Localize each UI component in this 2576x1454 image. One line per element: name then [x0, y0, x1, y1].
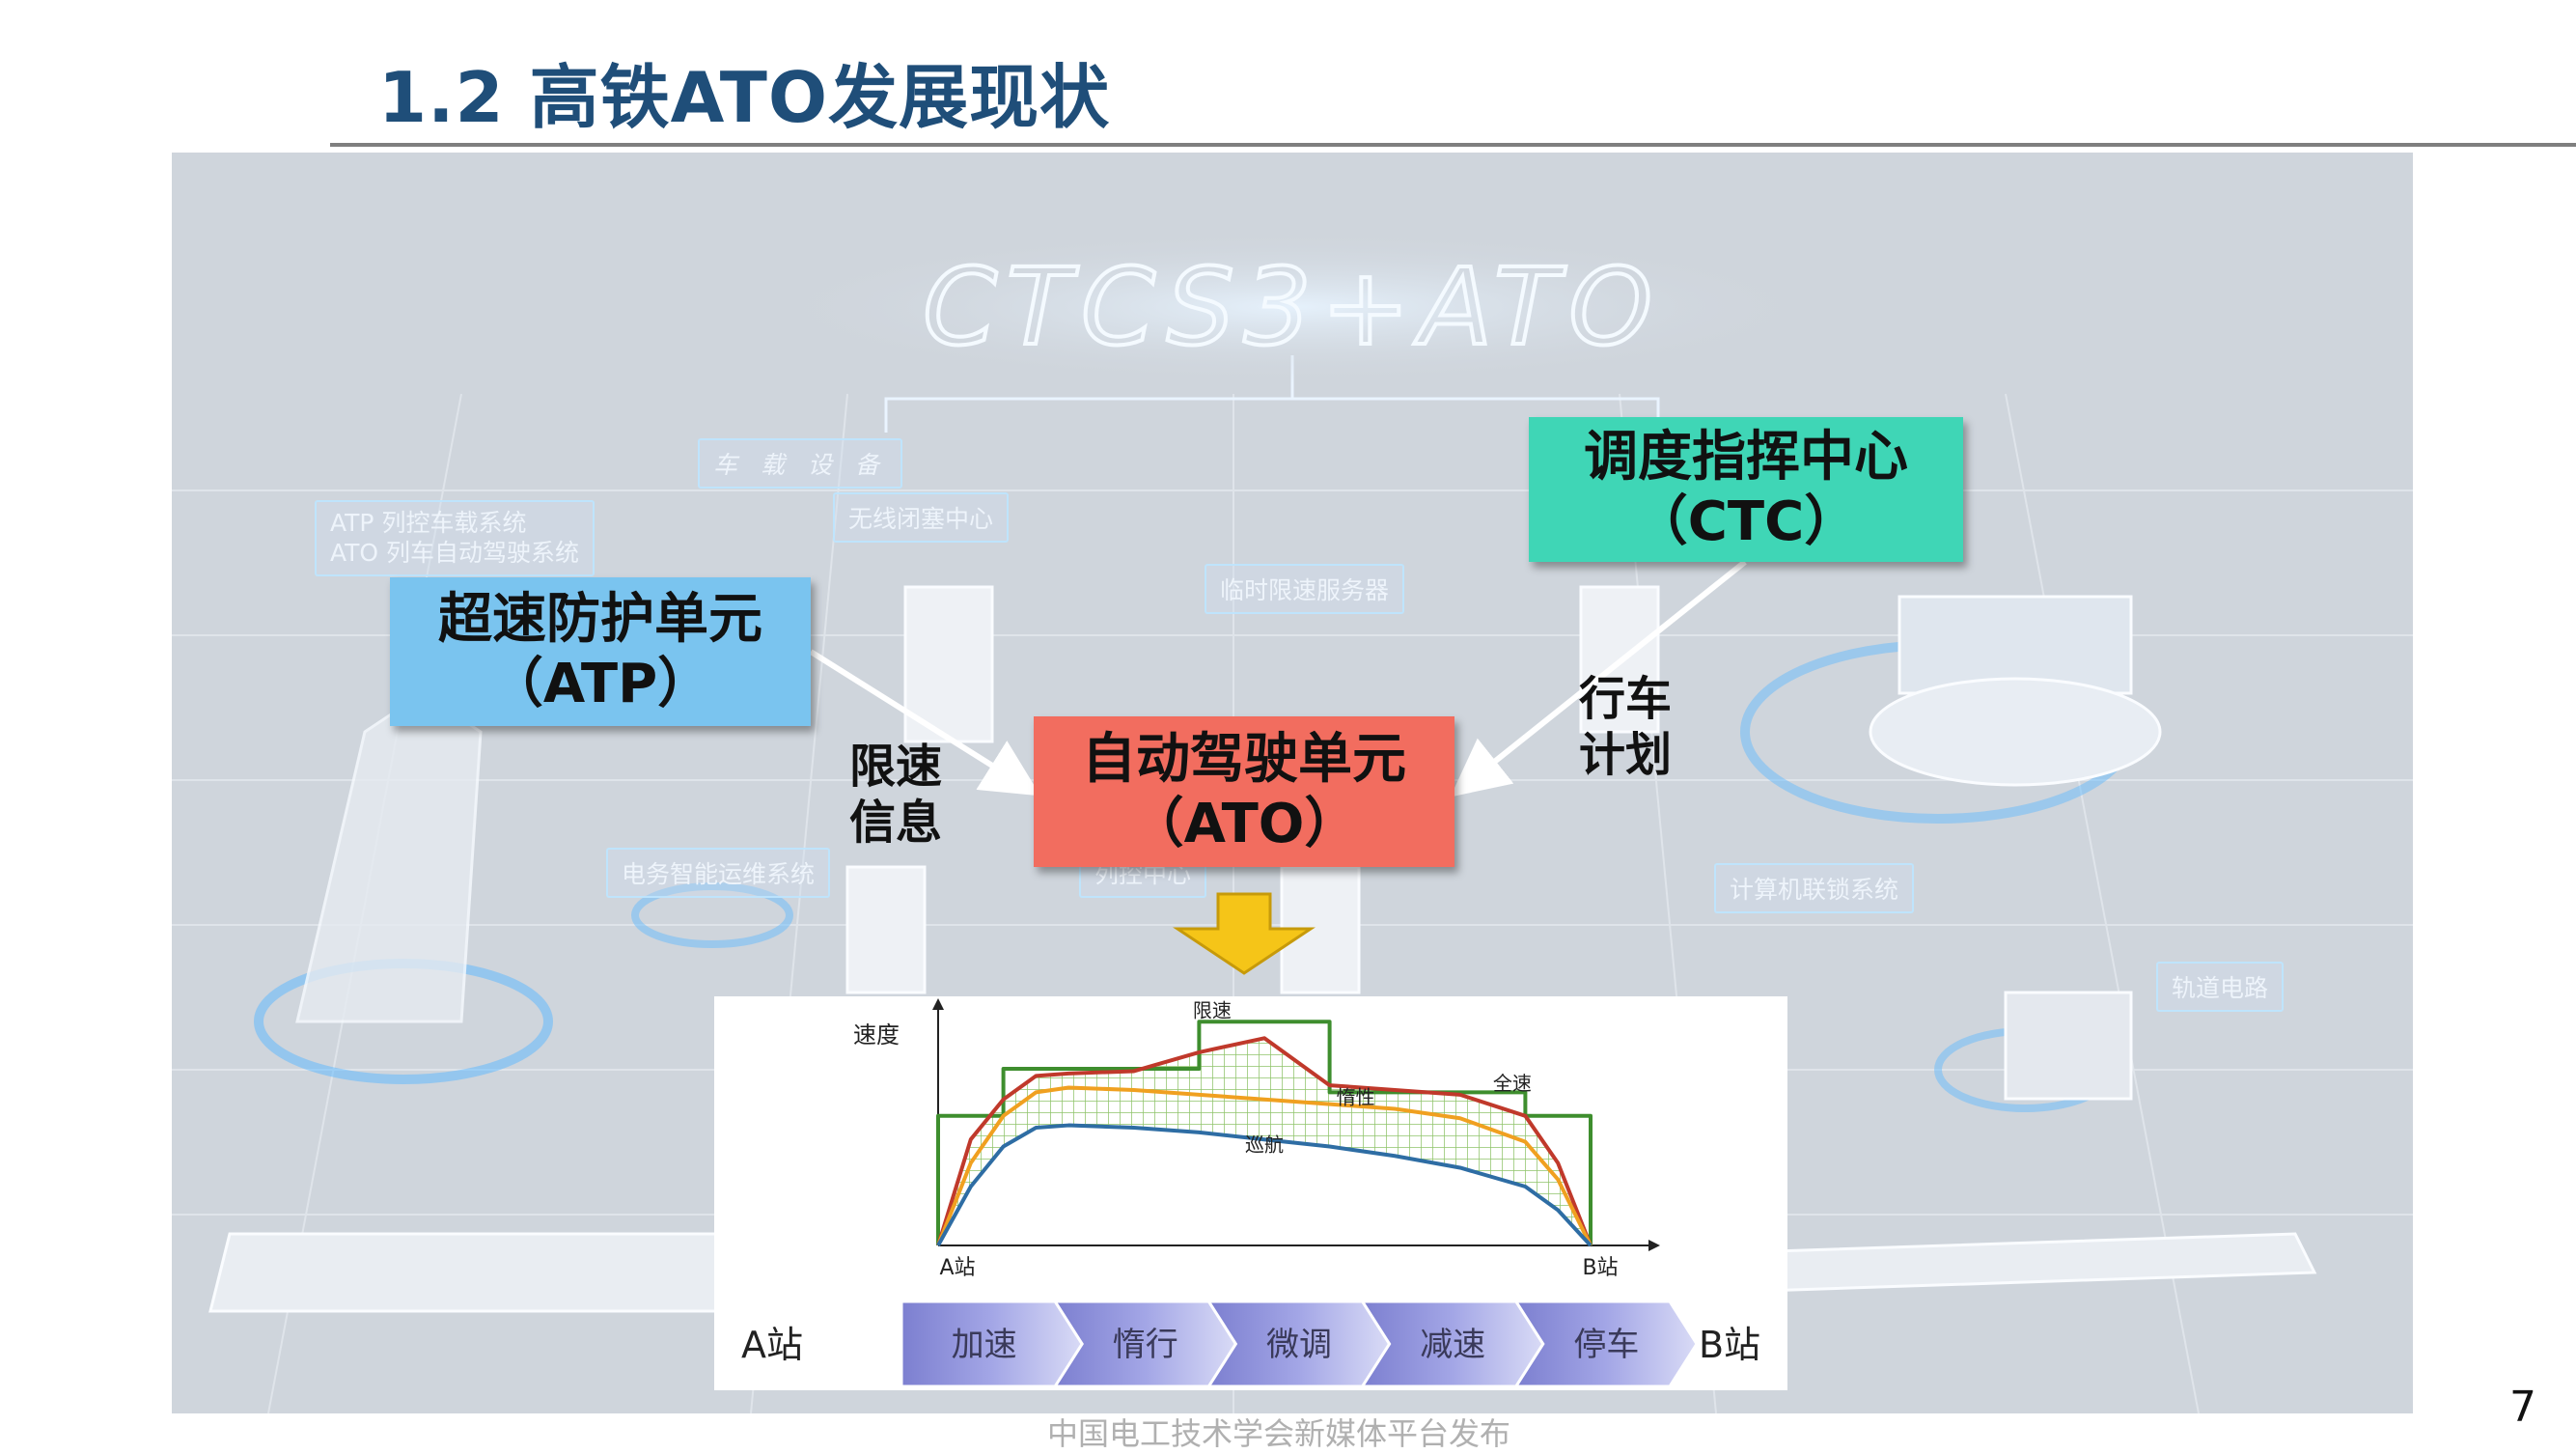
banner-text: CTCS3+ATO: [923, 245, 1662, 369]
atp-system-text: ATP 列控车载系统: [330, 508, 579, 538]
ato-system-text: ATO 列车自动驾驶系统: [330, 538, 579, 568]
ato-unit-box: 自动驾驶单元 （ATO）: [1034, 716, 1454, 867]
speed-limit-line2: 信息: [849, 796, 942, 852]
plan-line2: 计划: [1579, 728, 1672, 784]
atp-unit-box: 超速防护单元 （ATP）: [390, 577, 811, 726]
speed-limit-info-label: 限速 信息: [849, 740, 942, 851]
slide-title: 1.2 高铁ATO发展现状: [378, 41, 1110, 142]
title-underline: [330, 143, 2576, 147]
ato-abbr: （ATO）: [1130, 792, 1359, 856]
y-axis-arrow: [932, 998, 944, 1010]
ctc-name: 调度指挥中心: [1584, 425, 1908, 489]
atp-abbr: （ATP）: [489, 652, 711, 716]
rbc-label: 无线闭塞中心: [833, 492, 1009, 543]
ctc-center-box: 调度指挥中心 （CTC）: [1529, 417, 1963, 562]
speed-limit-line1: 限速: [849, 740, 942, 796]
plan-line1: 行车: [1579, 672, 1672, 728]
series-label-3: 巡航: [1245, 1132, 1284, 1156]
stage-label-2: 微调: [1266, 1326, 1332, 1364]
onboard-equipment-label: 车 载 设 备: [698, 438, 902, 489]
footer-credit: 中国电工技术学会新媒体平台发布: [1047, 1410, 1510, 1454]
page-number: 7: [2509, 1383, 2536, 1432]
atp-name: 超速防护单元: [438, 587, 762, 652]
stage-label-4: 停车: [1573, 1326, 1639, 1364]
interlock-label: 计算机联锁系统: [1714, 863, 1914, 913]
stage-label-3: 减速: [1420, 1326, 1485, 1364]
stage-start-label: A站: [741, 1324, 803, 1366]
ato-name: 自动驾驶单元: [1082, 727, 1406, 792]
series-label-2: 惰性: [1337, 1086, 1375, 1109]
ctc-abbr: （CTC）: [1634, 489, 1858, 554]
tsrs-label: 临时限速服务器: [1205, 564, 1404, 614]
stage-label-1: 惰行: [1113, 1326, 1178, 1364]
stage-label-0: 加速: [952, 1326, 1017, 1364]
x-start-label: A站: [939, 1256, 975, 1280]
maintenance-label: 电务智能运维系统: [606, 848, 830, 898]
series-label-0: 限速: [1193, 998, 1232, 1021]
train-plan-label: 行车 计划: [1579, 672, 1672, 783]
x-axis-arrow: [1648, 1240, 1660, 1251]
stage-end-label: B站: [1699, 1324, 1760, 1366]
y-axis-label: 速度: [853, 1021, 900, 1049]
track-circuit-label: 轨道电路: [2156, 962, 2284, 1012]
x-end-label: B站: [1582, 1256, 1618, 1280]
atp-ato-system-label: ATP 列控车载系统 ATO 列车自动驾驶系统: [315, 500, 595, 576]
series-label-1: 全速: [1493, 1072, 1532, 1095]
